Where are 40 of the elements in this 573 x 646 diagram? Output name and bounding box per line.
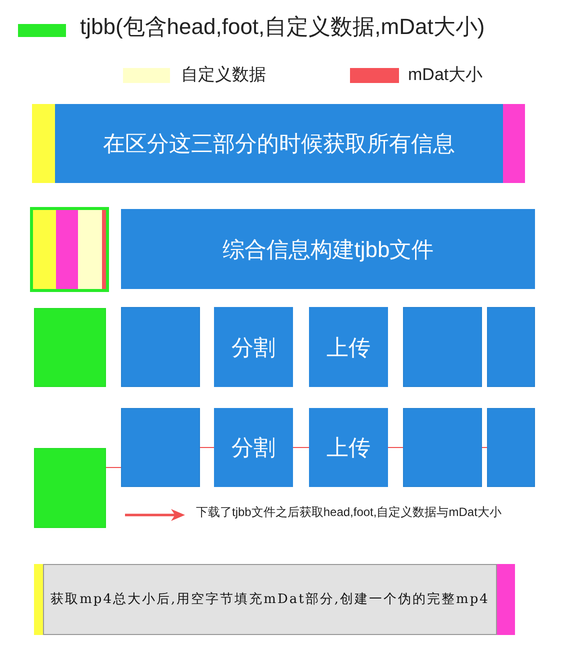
box-text: 上传: [326, 434, 370, 462]
box-text: 获取mp4总大小后,用空字节填充mDat部分,创建一个伪的完整mp4: [50, 590, 490, 609]
process-box: [309, 408, 388, 487]
color-strip: [102, 210, 106, 289]
box-text: 分割: [232, 334, 276, 362]
color-strip: [503, 104, 525, 183]
empty-box: [121, 307, 200, 387]
legend-text: tjbb(包含head,foot,自定义数据,mDat大小): [80, 13, 485, 41]
color-strip: [33, 210, 56, 289]
legend-text: 自定义数据: [181, 64, 266, 86]
process-box: [214, 408, 293, 487]
box-text: 上传: [326, 334, 370, 362]
connector-line: [482, 447, 488, 448]
process-box: [55, 104, 503, 183]
empty-box: [403, 408, 482, 487]
box-text: 在区分这三部分的时候获取所有信息: [103, 130, 455, 158]
file-block: [34, 448, 106, 528]
color-strip: [497, 564, 515, 635]
box-text: 分割: [232, 434, 276, 462]
empty-box: [487, 408, 535, 487]
file-block: [30, 207, 109, 292]
process-box: [214, 307, 293, 387]
empty-box: [487, 307, 535, 387]
connector-line: [106, 467, 122, 468]
color-strip: [34, 564, 43, 635]
connector-line: [292, 447, 310, 448]
color-strip: [78, 210, 102, 289]
process-box: [121, 209, 535, 289]
file-block: [34, 308, 106, 387]
file-bar: [43, 564, 497, 635]
legend-text: mDat大小: [408, 64, 483, 86]
color-strip: [32, 104, 55, 183]
connector-line: [200, 447, 214, 448]
color-strip: [56, 210, 78, 289]
empty-box: [403, 307, 482, 387]
connector-line: [388, 447, 404, 448]
empty-box: [121, 408, 200, 487]
process-box: [309, 307, 388, 387]
legend-text: 下载了tjbb文件之后获取head,foot,自定义数据与mDat大小: [196, 504, 502, 521]
box-text: 综合信息构建tjbb文件: [222, 236, 434, 264]
